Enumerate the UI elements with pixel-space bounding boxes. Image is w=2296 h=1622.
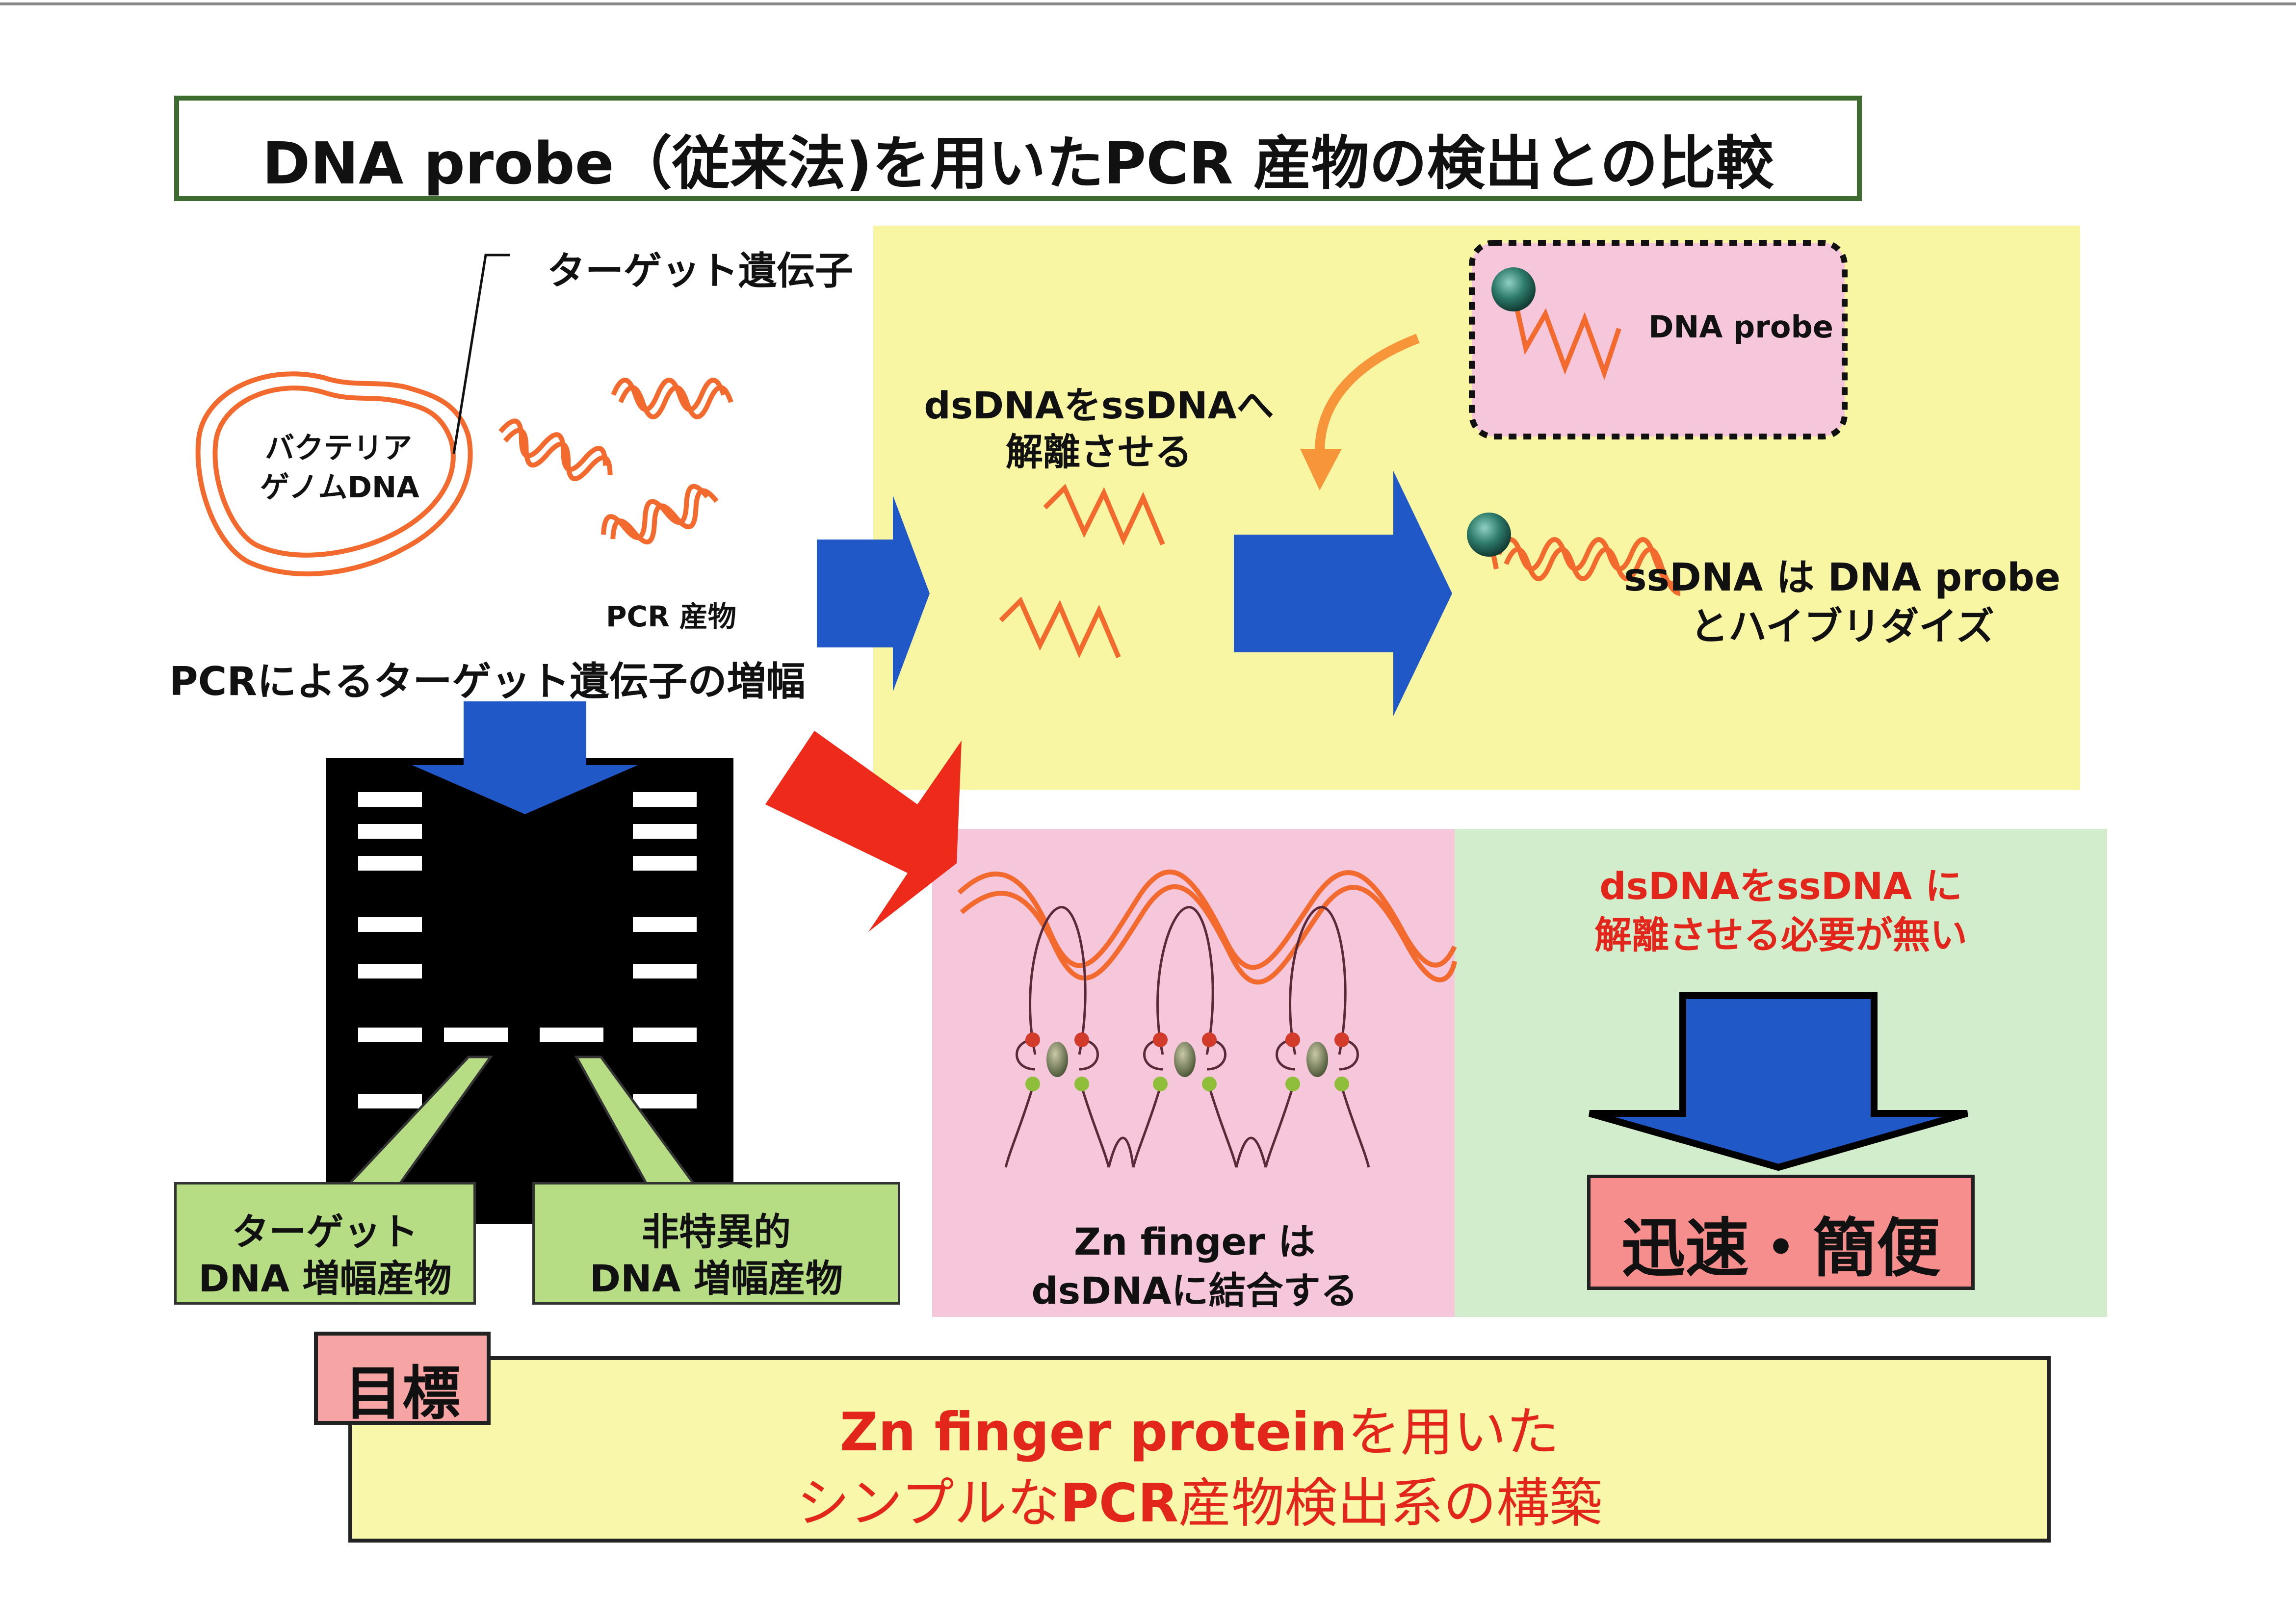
genome-label-line1: バクテリア — [260, 424, 417, 467]
target-amplicon-line2: DNA 増幅産物 — [177, 1248, 473, 1302]
no-denature-line1: dsDNAをssDNA に — [1462, 856, 2100, 910]
pcr-product-helices — [496, 380, 731, 553]
nonspecific-amplicon-box: 非特異的 DNA 増幅産物 — [532, 1182, 900, 1305]
goal-tag: 目標 — [314, 1332, 491, 1425]
amplification-label: PCRによるターゲット遺伝子の増幅 — [169, 650, 806, 707]
target-amplicon-box: ターゲット DNA 増幅産物 — [174, 1182, 476, 1305]
zn-bind-line1: Zn finger は — [947, 1211, 1442, 1265]
result-text: 迅速・簡便 — [1591, 1197, 1971, 1289]
goal-line2-rest: 産物検出系の構築 — [1178, 1473, 1602, 1534]
zn-bind-line2: dsDNAに結合する — [947, 1261, 1442, 1314]
denature-line1: dsDNAをssDNAへ — [878, 375, 1320, 429]
hybridize-line1: ssDNA は DNA probe — [1599, 547, 2085, 602]
target-gene-label: ターゲット遺伝子 — [547, 240, 853, 295]
goal-line1-bold: Zn finger protein — [840, 1402, 1348, 1463]
goal-line1-rest: を用いた — [1347, 1402, 1559, 1463]
goal-line2-bold: PCR — [1060, 1473, 1179, 1534]
no-denature-line2: 解離させる必要が無い — [1462, 905, 2100, 959]
goal-tag-text: 目標 — [318, 1346, 487, 1430]
goal-line1: Zn finger proteinを用いた — [352, 1390, 2047, 1466]
goal-line2: シンプルなPCR産物検出系の構築 — [352, 1461, 2047, 1537]
goal-box: Zn finger proteinを用いた シンプルなPCR産物検出系の構築 — [348, 1356, 2051, 1543]
denature-line2: 解離させる — [878, 422, 1320, 476]
nonspecific-line2: DNA 増幅産物 — [535, 1248, 898, 1302]
result-box: 迅速・簡便 — [1587, 1175, 1975, 1290]
goal-line2-pre: シンプルな — [797, 1473, 1060, 1534]
pcr-product-label: PCR 産物 — [606, 593, 736, 635]
genome-label-line2: ゲノムDNA — [260, 463, 417, 506]
nonspecific-line1: 非特異的 — [535, 1202, 898, 1256]
target-amplicon-line1: ターゲット — [177, 1202, 473, 1256]
page-title: DNA probe（従来法)を用いたPCR 産物の検出との比較 — [179, 116, 1857, 200]
dna-probe-label: DNA probe — [1648, 309, 1833, 345]
hybridize-line2: とハイブリダイズ — [1599, 596, 2085, 651]
title-box: DNA probe（従来法)を用いたPCR 産物の検出との比較 — [174, 96, 1862, 201]
